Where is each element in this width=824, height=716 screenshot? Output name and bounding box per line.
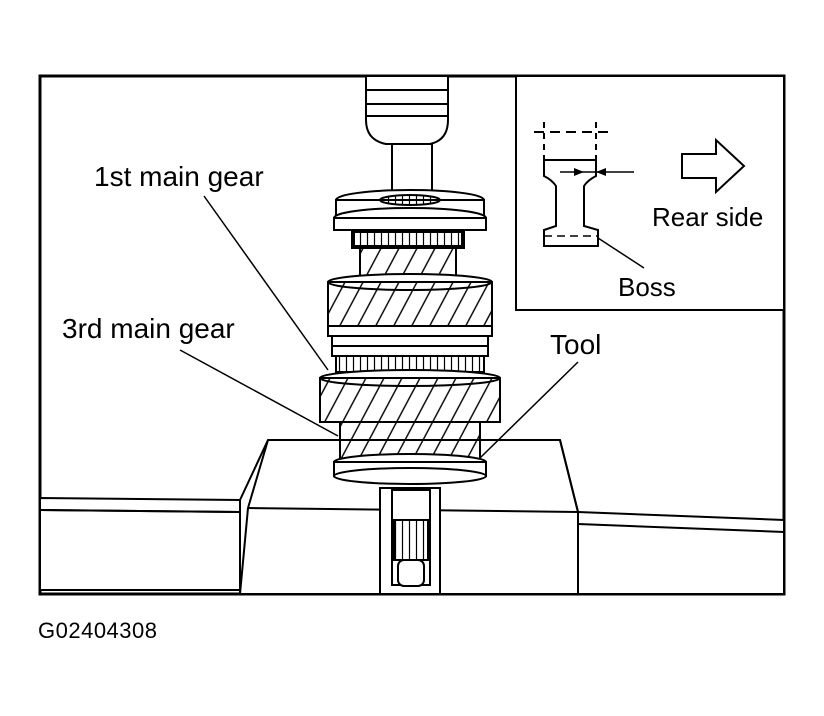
output-shaft bbox=[391, 489, 431, 587]
press-bed bbox=[40, 439, 784, 594]
boss-label: Boss bbox=[618, 272, 676, 302]
tool-label: Tool bbox=[550, 329, 601, 360]
gear-stack bbox=[319, 189, 501, 485]
inset-detail: Rear side Boss bbox=[515, 76, 784, 311]
inset-frame bbox=[515, 76, 784, 311]
gear-section bbox=[543, 159, 599, 247]
press-ram bbox=[365, 76, 449, 193]
figure-id: G02404308 bbox=[38, 618, 158, 643]
right-arrow-icon bbox=[681, 137, 746, 195]
leader-lines bbox=[179, 195, 579, 459]
first-main-gear-label: 1st main gear bbox=[94, 161, 264, 192]
third-main-gear-label: 3rd main gear bbox=[62, 313, 235, 344]
rear-side-label: Rear side bbox=[652, 202, 763, 232]
